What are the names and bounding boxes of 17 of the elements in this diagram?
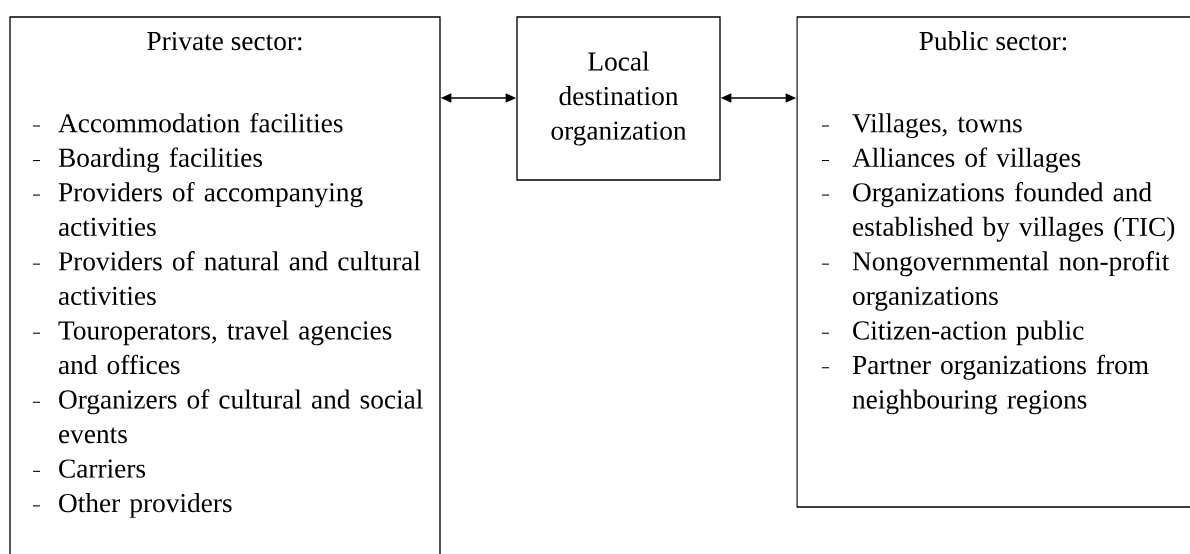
- list-item: Providers of accompanying activities: [58, 182, 363, 237]
- list-item: Carriers: [59, 459, 146, 478]
- heading: Private sector:: [147, 31, 302, 51]
- list-item: Organizations founded and established by villages (TIC): [853, 182, 1175, 242]
- list-item: Alliances of villages: [852, 147, 1081, 173]
- heading: Public sector:: [919, 31, 1067, 51]
- box-label: Local destination organization: [551, 51, 687, 146]
- list-item: Providers of natural and cultural activities: [58, 251, 421, 306]
- list-item: Partner organizations from neighbouring regions: [852, 354, 1149, 415]
- list-item: Villages, towns: [852, 113, 1022, 139]
- list-item: Citizen-action public: [853, 320, 1084, 346]
- list-item: Organizers of cultural and social events: [59, 389, 423, 444]
- list-item: Nongovernmental non-profit organizations: [852, 251, 1170, 311]
- list-item: Boarding facilities: [58, 147, 262, 173]
- list-item: Accommodation facilities: [58, 112, 343, 133]
- list-item: Touroperators, travel agencies and offices: [58, 320, 392, 375]
- list-item: Other providers: [59, 493, 232, 518]
